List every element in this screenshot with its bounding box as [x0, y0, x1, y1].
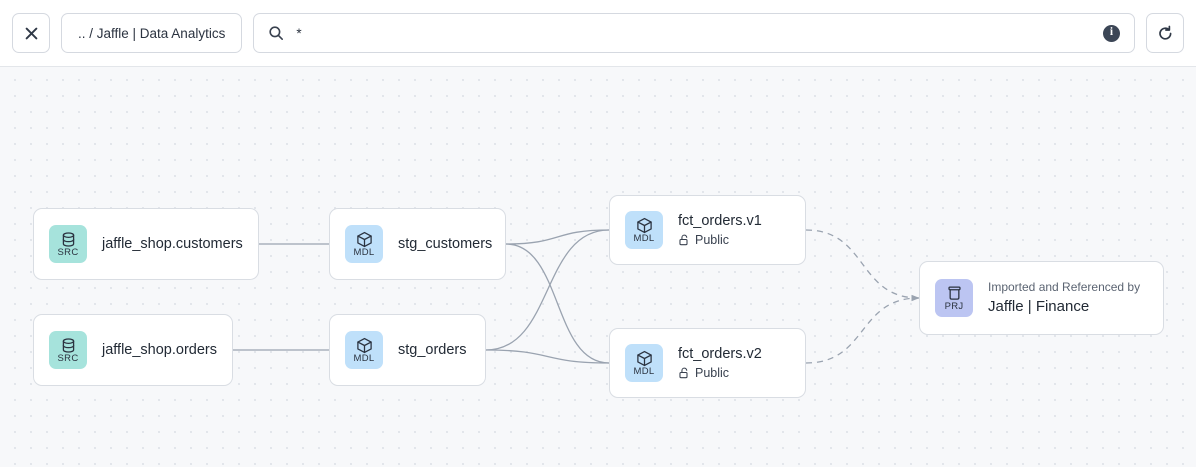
graph-node-stg_customers[interactable]: MDL stg_customers [329, 208, 506, 280]
search-icon [268, 25, 284, 41]
graph-node-jaffle_finance[interactable]: PRJ Imported and Referenced by Jaffle | Fi… [919, 261, 1164, 335]
close-icon [24, 26, 39, 41]
node-visibility-label: Public [695, 232, 730, 247]
node-title: stg_orders [398, 341, 467, 358]
node-visibility: Public [678, 232, 762, 249]
edge-fct_orders_v1-to-jaffle_finance [805, 229, 920, 302]
unlock-icon [678, 234, 690, 246]
edge-stg_customers-to-fct_orders_v1 [505, 229, 610, 245]
mdl-badge-icon: MDL [625, 344, 663, 382]
node-body: Imported and Referenced by Jaffle | Finan… [988, 279, 1140, 317]
node-body: jaffle_shop.orders [102, 341, 218, 360]
info-icon[interactable]: i [1103, 24, 1120, 42]
node-title: jaffle_shop.customers [102, 235, 243, 252]
node-visibility-label: Public [695, 365, 730, 380]
toolbar: .. / Jaffle | Data Analytics i [0, 0, 1196, 67]
breadcrumb[interactable]: .. / Jaffle | Data Analytics [61, 13, 243, 53]
node-title: stg_customers [398, 235, 493, 252]
node-body: jaffle_shop.customers [102, 235, 243, 254]
edge-stg_customers-to-fct_orders_v2 [505, 243, 610, 364]
breadcrumb-label: .. / Jaffle | Data Analytics [78, 25, 226, 41]
node-title: jaffle_shop.orders [102, 341, 218, 358]
edge-fct_orders_v2-to-jaffle_finance [805, 294, 920, 364]
mdl-badge-icon: MDL [625, 211, 663, 249]
src-badge-icon: SRC [49, 225, 87, 263]
prj-badge-icon: PRJ [935, 279, 973, 317]
src-badge-icon: SRC [49, 331, 87, 369]
search-input[interactable] [296, 25, 1091, 41]
search-field[interactable]: i [253, 13, 1135, 53]
graph-node-jaffle_shop_customers[interactable]: SRC jaffle_shop.customers [33, 208, 259, 280]
node-title: fct_orders.v2 [678, 345, 762, 362]
node-main-label: Jaffle | Finance [988, 298, 1090, 315]
node-title: fct_orders.v1 [678, 212, 762, 229]
node-body: stg_orders [398, 341, 467, 360]
graph-node-jaffle_shop_orders[interactable]: SRC jaffle_shop.orders [33, 314, 233, 386]
graph-node-stg_orders[interactable]: MDL stg_orders [329, 314, 486, 386]
edge-stg_orders-to-fct_orders_v2 [485, 349, 610, 364]
close-button[interactable] [12, 13, 50, 53]
node-overline: Imported and Referenced by [988, 280, 1141, 294]
refresh-icon [1157, 25, 1174, 42]
refresh-button[interactable] [1146, 13, 1184, 53]
node-visibility: Public [678, 365, 762, 382]
mdl-badge-icon: MDL [345, 225, 383, 263]
node-body: stg_customers [398, 235, 493, 254]
mdl-badge-icon: MDL [345, 331, 383, 369]
unlock-icon [678, 367, 690, 379]
